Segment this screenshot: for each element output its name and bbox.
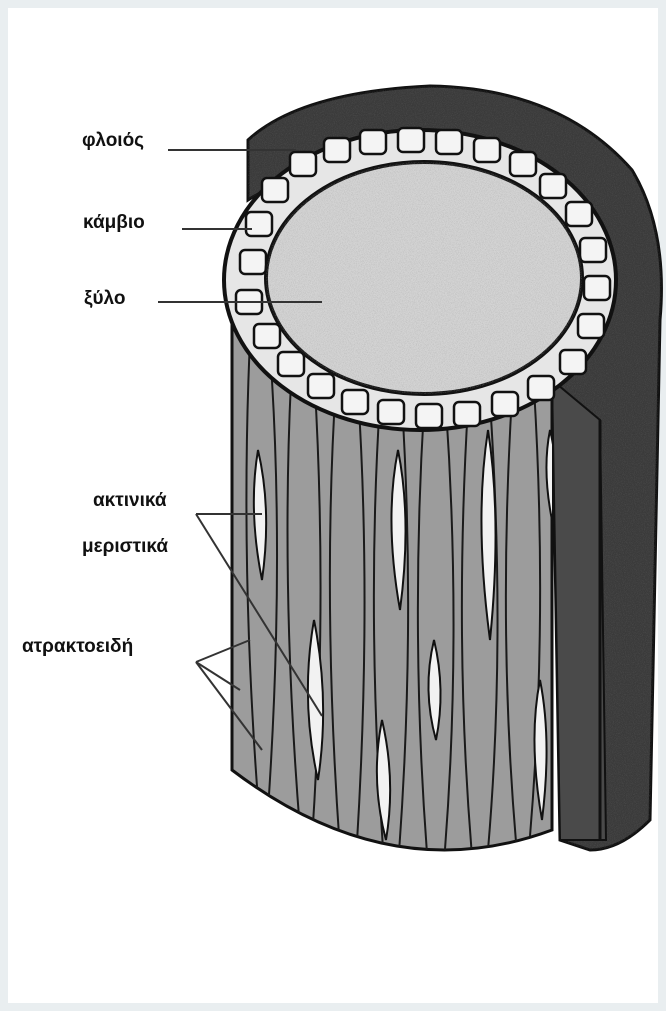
label-fusiform-initials: ατρακτοειδή <box>22 636 133 658</box>
label-xylem: ξύλο <box>84 288 125 310</box>
label-ray-initials-line2: μεριστικά <box>82 536 168 558</box>
label-ray-initials-line1: ακτινικά <box>93 490 167 512</box>
label-phloem: φλοιός <box>82 130 144 152</box>
label-cambium: κάμβιο <box>83 212 145 234</box>
xylem-core <box>266 162 582 394</box>
